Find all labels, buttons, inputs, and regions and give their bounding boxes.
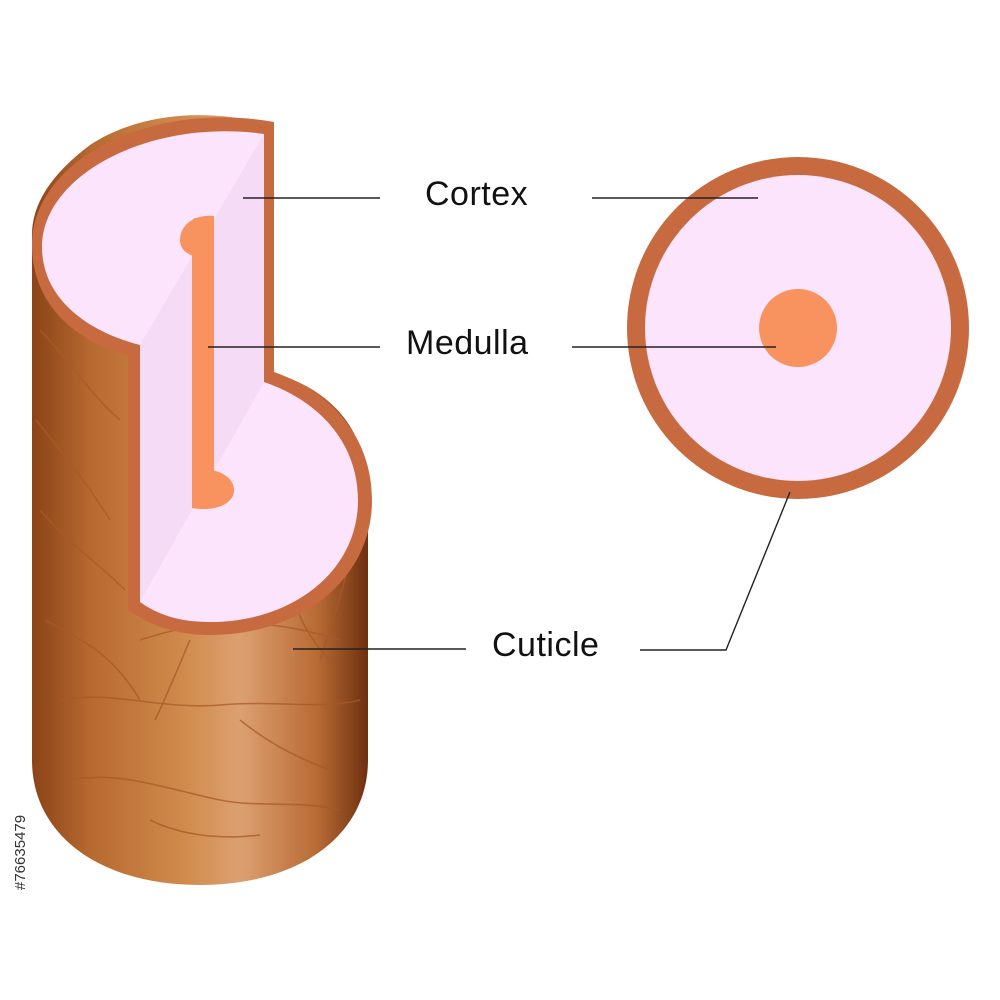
stock-watermark-text: #76635479 — [12, 814, 29, 890]
medulla-label: Medulla — [406, 324, 529, 362]
cross-section-medulla — [759, 289, 837, 367]
cortex-label: Cortex — [425, 175, 529, 213]
hair-shaft-3d — [32, 115, 372, 885]
medulla-strand — [180, 215, 234, 510]
cuticle-leader-right — [640, 491, 791, 651]
leader-lines — [208, 197, 791, 651]
hair-cross-section — [627, 157, 969, 499]
cuticle-label: Cuticle — [492, 626, 600, 664]
stock-watermark-id: #76635479 — [4, 760, 44, 900]
